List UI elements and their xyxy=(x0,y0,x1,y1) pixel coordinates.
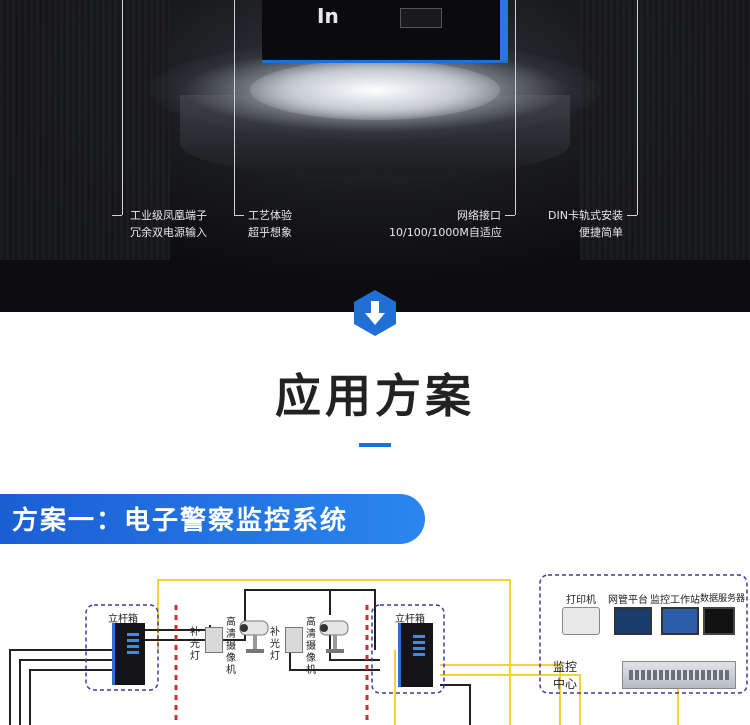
callout-power-desc: 冗余双电源输入 xyxy=(130,226,207,239)
switch-right-icon xyxy=(398,623,433,687)
callout-tick-2 xyxy=(234,215,244,216)
callout-tick-1 xyxy=(112,215,122,216)
device-nms-label: 网管平台 xyxy=(608,595,648,606)
server-monitor-icon xyxy=(703,607,735,635)
nms-monitor-icon xyxy=(614,607,652,635)
cabinet-left-label: 立杆箱 xyxy=(108,614,138,625)
camera-2-label: 高清摄像机 xyxy=(306,617,316,676)
arrow-down-icon xyxy=(354,290,396,336)
camera-2-icon xyxy=(319,620,349,653)
fill-light-1-icon xyxy=(205,627,223,653)
fill-light-2-label: 补光灯 xyxy=(270,627,280,662)
workstation-monitor-icon xyxy=(661,607,699,635)
scheme-banner: 方案一：电子警察监控系统 xyxy=(0,494,425,544)
callout-network: 网络接口 10/100/1000M自适应 xyxy=(389,207,502,241)
floor-texture-right xyxy=(580,0,750,260)
pedestal-ring xyxy=(250,60,500,120)
fill-light-1-label: 补光灯 xyxy=(190,627,200,662)
callout-tick-3 xyxy=(505,215,515,216)
callout-craft: 工艺体验 超乎想象 xyxy=(248,207,292,241)
callout-din: DIN卡轨式安装 便捷简单 xyxy=(541,207,623,241)
monitoring-center-label: 监控中心 xyxy=(553,660,578,691)
device-accent-edge xyxy=(500,0,508,60)
device-brand-text: In xyxy=(317,4,339,28)
core-switch-icon xyxy=(622,661,736,689)
section-title: 应用方案 xyxy=(275,369,475,423)
callout-line-1 xyxy=(122,0,123,215)
callout-line-4 xyxy=(637,0,638,215)
callout-line-2 xyxy=(234,0,235,215)
network-diagram: 立杆箱 补光灯 高清摄像机 补光灯 高清摄像机 立杆箱 打印机 网管平台 监控工… xyxy=(0,565,750,725)
title-underline xyxy=(359,443,391,447)
callout-tick-4 xyxy=(627,215,637,216)
printer-icon xyxy=(562,607,600,635)
switch-device-image: In xyxy=(262,0,508,63)
scheme-banner-text: 方案一：电子警察监控系统 xyxy=(12,506,349,536)
product-hero: In 工业级凤凰端子 冗余双电源输入 工艺体验 超乎想象 网络接口 10/100… xyxy=(0,0,750,312)
callout-line-3 xyxy=(515,0,516,215)
callout-din-desc: 便捷简单 xyxy=(579,226,623,239)
camera-1-icon xyxy=(239,620,269,653)
fill-light-2-icon xyxy=(285,627,303,653)
floor-texture-left xyxy=(0,0,170,260)
cabinet-right-label: 立杆箱 xyxy=(395,614,425,625)
device-workstation-label: 监控工作站 xyxy=(650,595,700,606)
callout-network-desc: 10/100/1000M自适应 xyxy=(389,226,502,239)
callout-power-title: 工业级凤凰端子 xyxy=(130,209,207,222)
callout-power: 工业级凤凰端子 冗余双电源输入 xyxy=(130,207,207,241)
device-printer-label: 打印机 xyxy=(566,595,596,606)
callout-craft-title: 工艺体验 xyxy=(248,209,292,222)
device-server-label: 数据服务器 xyxy=(700,594,746,604)
callout-craft-desc: 超乎想象 xyxy=(248,226,292,239)
device-port xyxy=(400,8,442,28)
camera-1-label: 高清摄像机 xyxy=(226,617,236,676)
callout-network-title: 网络接口 xyxy=(457,209,501,222)
callout-din-title: DIN卡轨式安装 xyxy=(548,209,623,222)
switch-left-icon xyxy=(112,623,145,685)
